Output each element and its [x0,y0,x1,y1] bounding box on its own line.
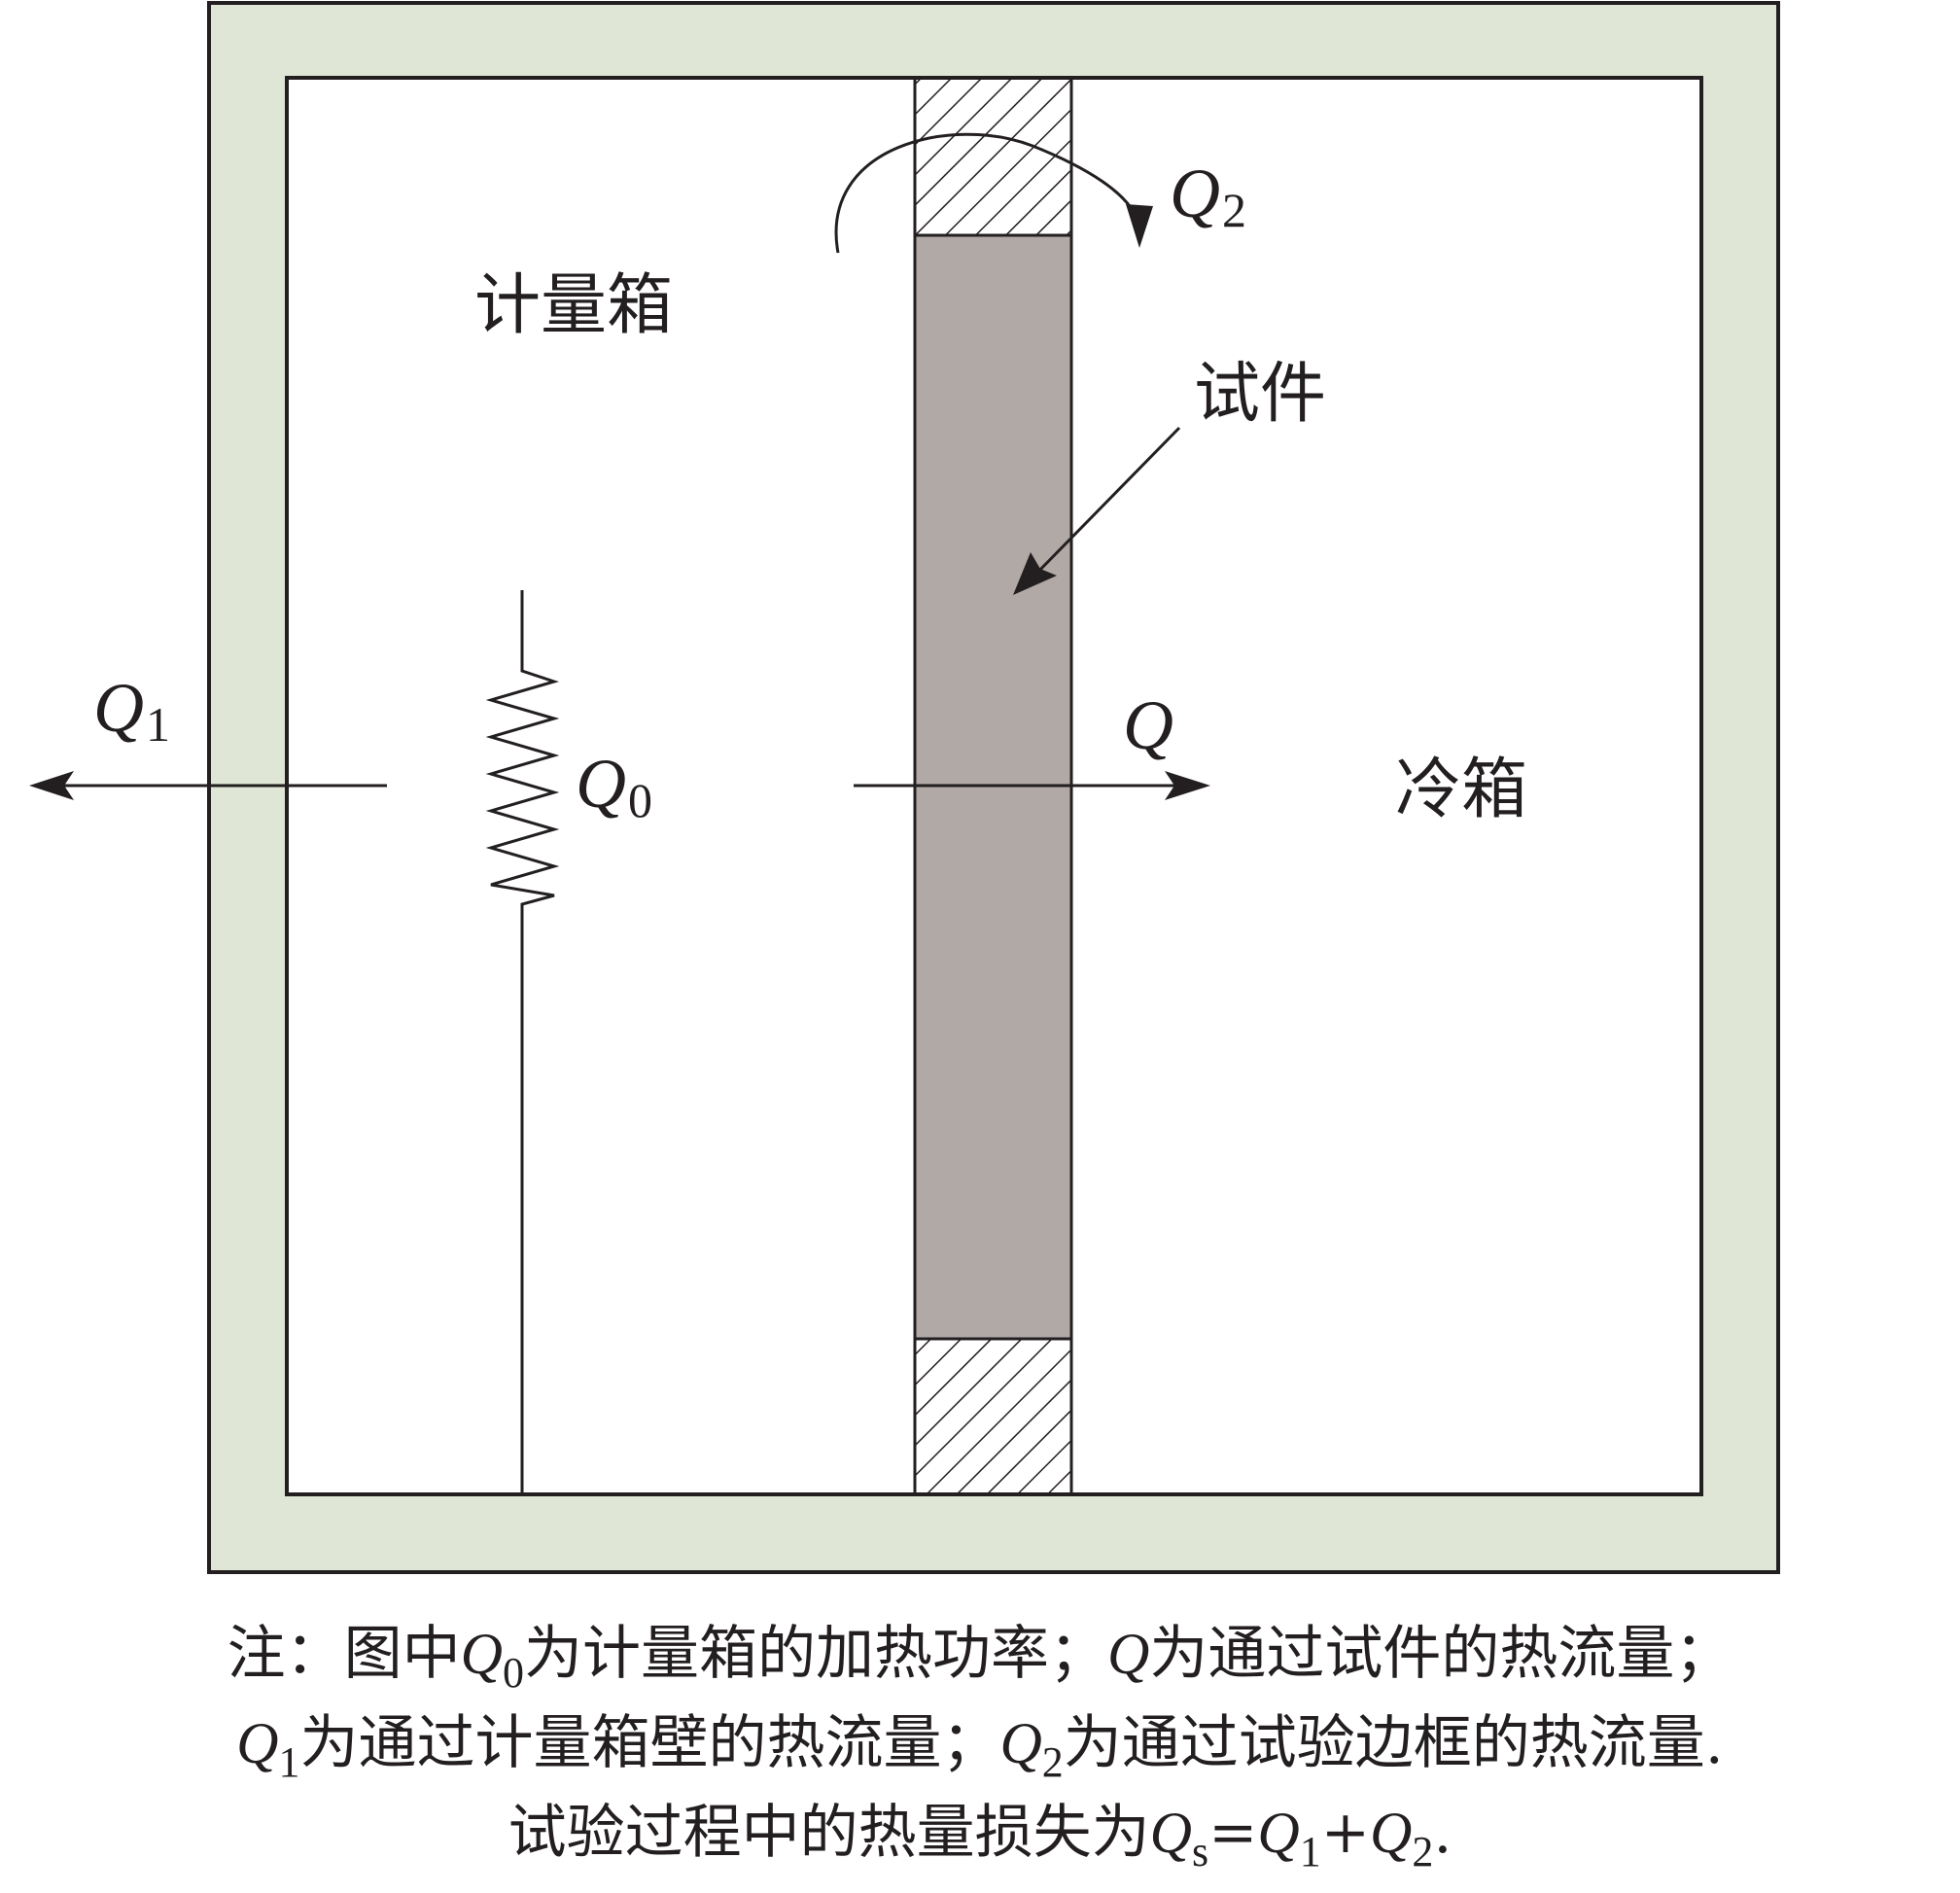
q2-flow-arrow [834,132,1141,254]
metering-box-label: 计量箱 [474,267,673,344]
caption-line-2: Q1为通过计量箱壁的热流量；Q2为通过试验边框的热流量. [236,1709,1724,1786]
q2-arrowhead [1126,204,1153,248]
heat-flow-diagram: 计量箱 试件 冷箱 Q2 Q1 Q0 Q [29,1,1780,1574]
q-arrowhead [1165,771,1210,800]
q2-label: Q2 [1170,155,1246,237]
specimen-pointer [1031,426,1181,579]
specimen-pointer-head [1013,552,1057,595]
figure-caption: 注：图中Q0为计量箱的加热功率；Q为通过试件的热流量； Q1为通过计量箱壁的热流… [0,1609,1960,1877]
frame-top-hatched [913,76,1073,237]
cold-box-label: 冷箱 [1395,752,1527,828]
caption-line-3: 试验过程中的热量损失为Qs=Q1+Q2. [508,1799,1452,1875]
specimen-label: 试件 [1194,356,1326,433]
q1-label: Q1 [93,669,170,752]
heater-resistor [485,590,560,1494]
frame-bottom-hatched [913,1337,1073,1496]
caption-line-1: 注：图中Q0为计量箱的加热功率；Q为通过试件的热流量； [227,1620,1733,1697]
outer-wall [207,1,1780,1574]
q-label: Q [1123,686,1173,764]
q1-arrowhead [29,771,74,800]
q0-label: Q0 [576,745,652,827]
